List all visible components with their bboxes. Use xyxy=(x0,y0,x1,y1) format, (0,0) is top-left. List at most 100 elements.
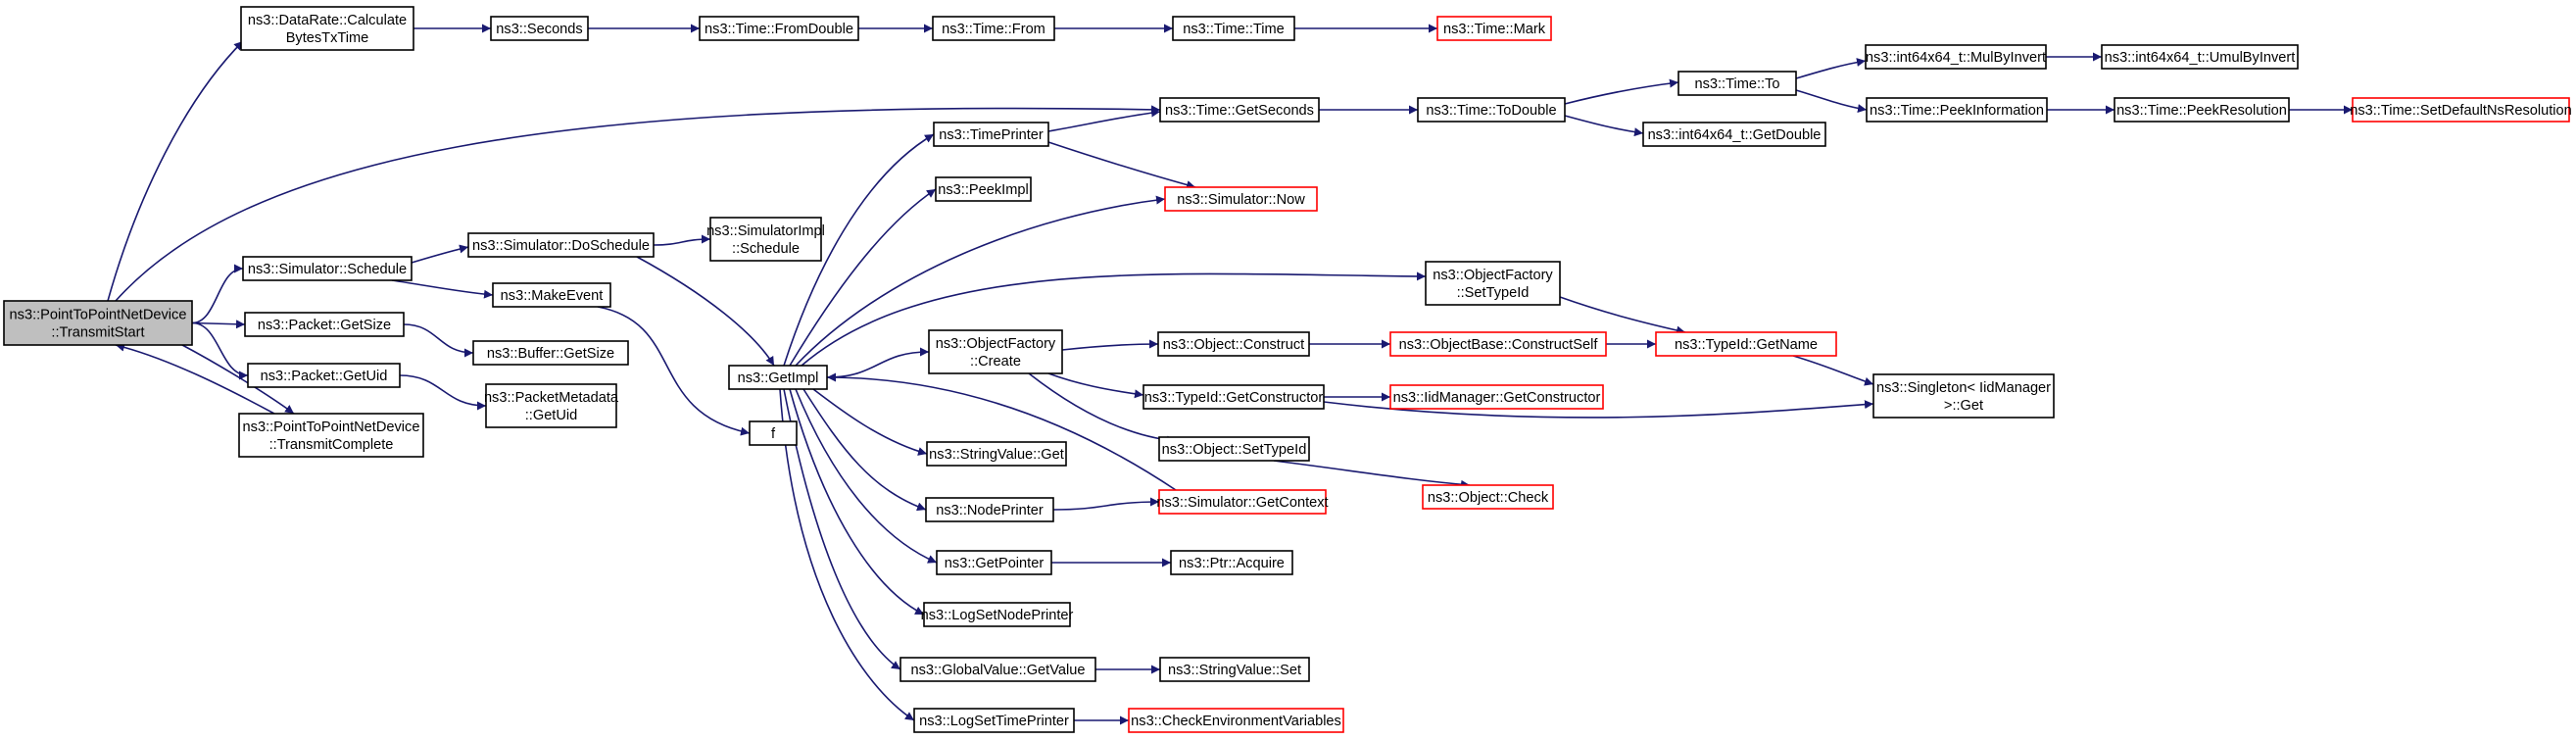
node-simimplsched[interactable]: ns3::SimulatorImpl::Schedule xyxy=(706,217,825,262)
node-getsize[interactable]: ns3::Packet::GetSize xyxy=(244,312,405,337)
node-ofsettypeid[interactable]: ns3::ObjectFactory::SetTypeId xyxy=(1425,261,1561,306)
node-box-peekres xyxy=(2114,97,2290,123)
node-seconds[interactable]: ns3::Seconds xyxy=(490,16,589,41)
node-label-makeevent: ns3::MakeEvent xyxy=(501,288,604,304)
node-getcontext[interactable]: ns3::Simulator::GetContext xyxy=(1156,489,1329,515)
node-getseconds[interactable]: ns3::Time::GetSeconds xyxy=(1159,97,1320,123)
node-box-schedule xyxy=(242,256,413,281)
node-f[interactable]: f xyxy=(749,420,798,446)
node-objsettypeid[interactable]: ns3::Object::SetTypeId xyxy=(1158,436,1310,462)
node-label-getname: ns3::TypeId::GetName xyxy=(1675,337,1818,353)
node-logsetnode[interactable]: ns3::LogSetNodePrinter xyxy=(921,602,1074,627)
node-label-ofcreate-line-1: ns3::ObjectFactory xyxy=(936,336,1056,352)
node-label-root-line-1: ns3::PointToPointNetDevice xyxy=(10,308,187,323)
edge-root-to-schedule xyxy=(191,264,244,324)
node-box-ofsettypeid xyxy=(1425,261,1561,306)
node-objconstruct[interactable]: ns3::Object::Construct xyxy=(1157,331,1310,357)
edge-getimpl-to-simnow xyxy=(795,195,1166,367)
node-label-gvgetvalue: ns3::GlobalValue::GetValue xyxy=(911,663,1086,678)
node-getconstructor[interactable]: ns3::TypeId::GetConstructor xyxy=(1142,384,1325,410)
node-mark[interactable]: ns3::Time::Mark xyxy=(1436,16,1552,41)
node-from[interactable]: ns3::Time::From xyxy=(932,16,1055,41)
node-mulbyinvert[interactable]: ns3::int64x64_t::MulByInvert xyxy=(1865,44,2047,70)
node-logsettime[interactable]: ns3::LogSetTimePrinter xyxy=(913,708,1075,733)
node-box-umulbyinvert xyxy=(2101,44,2299,70)
node-box-todouble xyxy=(1417,97,1566,123)
edge-getname-to-singleton xyxy=(1792,355,1874,386)
node-peekres[interactable]: ns3::Time::PeekResolution xyxy=(2114,97,2290,123)
node-box-getpointer xyxy=(936,550,1052,575)
node-box-stringget xyxy=(926,441,1067,467)
node-label-txcomplete-line-2: ::TransmitComplete xyxy=(269,437,394,453)
node-label-getpointer: ns3::GetPointer xyxy=(945,556,1045,571)
node-objcheck[interactable]: ns3::Object::Check xyxy=(1422,484,1554,510)
node-peekinfo[interactable]: ns3::Time::PeekInformation xyxy=(1866,97,2048,123)
node-box-singleton xyxy=(1872,373,2055,419)
node-singleton[interactable]: ns3::Singleton< IidManager >::Get xyxy=(1872,373,2055,419)
node-box-logsetnode xyxy=(923,602,1071,627)
node-gvgetvalue[interactable]: ns3::GlobalValue::GetValue xyxy=(899,657,1096,682)
node-ptracquire[interactable]: ns3::Ptr::Acquire xyxy=(1170,550,1293,575)
node-time[interactable]: ns3::Time::Time xyxy=(1172,16,1295,41)
node-label-objcheck: ns3::Object::Check xyxy=(1428,490,1549,506)
node-getpointer[interactable]: ns3::GetPointer xyxy=(936,550,1052,575)
node-schedule[interactable]: ns3::Simulator::Schedule xyxy=(242,256,413,281)
node-makeevent[interactable]: ns3::MakeEvent xyxy=(492,282,611,308)
edge-getuid-to-metauid xyxy=(399,374,487,411)
node-label-singleton-line-1: ns3::Singleton< IidManager xyxy=(1876,380,2051,396)
node-setdefault[interactable]: ns3::Time::SetDefaultNsResolution xyxy=(2350,97,2572,123)
node-label-ofcreate-line-2: ::Create xyxy=(970,354,1021,370)
node-metauid[interactable]: ns3::PacketMetadata::GetUid xyxy=(484,383,619,428)
edge-getimpl-to-timeprinter xyxy=(783,133,935,367)
node-getdouble[interactable]: ns3::int64x64_t::GetDouble xyxy=(1642,122,1826,147)
node-label-getconstructor: ns3::TypeId::GetConstructor xyxy=(1144,390,1324,406)
node-label-calc-line-1: ns3::DataRate::Calculate xyxy=(248,13,407,28)
node-nodeprinter[interactable]: ns3::NodePrinter xyxy=(925,497,1054,522)
edge-getimpl-to-peekimpl xyxy=(789,188,937,367)
node-umulbyinvert[interactable]: ns3::int64x64_t::UmulByInvert xyxy=(2101,44,2299,70)
node-root[interactable]: ns3::PointToPointNetDevice::TransmitStar… xyxy=(3,300,193,346)
edge-schedule-to-doschedule xyxy=(411,244,469,264)
node-peekimpl[interactable]: ns3::PeekImpl xyxy=(935,176,1032,202)
node-box-simnow xyxy=(1164,186,1318,212)
node-stringget[interactable]: ns3::StringValue::Get xyxy=(926,441,1067,467)
edge-getimpl-to-stringget xyxy=(812,388,928,456)
node-buffersize[interactable]: ns3::Buffer::GetSize xyxy=(472,340,629,366)
node-timeprinter[interactable]: ns3::TimePrinter xyxy=(933,122,1049,147)
node-box-getcontext xyxy=(1158,489,1327,515)
node-box-constructself xyxy=(1389,331,1607,357)
node-checkenv[interactable]: ns3::CheckEnvironmentVariables xyxy=(1128,708,1344,733)
node-label-peekinfo: ns3::Time::PeekInformation xyxy=(1870,103,2044,119)
node-label-calc-line-2: BytesTxTime xyxy=(286,30,369,46)
node-box-ptracquire xyxy=(1170,550,1293,575)
node-label-getcontext: ns3::Simulator::GetContext xyxy=(1156,495,1328,511)
edge-timeprinter-to-getseconds xyxy=(1047,108,1161,132)
node-todouble[interactable]: ns3::Time::ToDouble xyxy=(1417,97,1566,123)
node-getuid[interactable]: ns3::Packet::GetUid xyxy=(247,363,401,388)
node-label-setdefault: ns3::Time::SetDefaultNsResolution xyxy=(2350,103,2572,119)
node-constructself[interactable]: ns3::ObjectBase::ConstructSelf xyxy=(1389,331,1607,357)
node-label-stringget: ns3::StringValue::Get xyxy=(929,447,1064,463)
edge-nodeprinter-to-getcontext xyxy=(1052,497,1160,511)
node-box-getdouble xyxy=(1642,122,1826,147)
node-getname[interactable]: ns3::TypeId::GetName xyxy=(1655,331,1837,357)
node-getimpl[interactable]: ns3::GetImpl xyxy=(728,365,828,390)
node-simnow[interactable]: ns3::Simulator::Now xyxy=(1164,186,1318,212)
node-label-txcomplete-line-1: ns3::PointToPointNetDevice xyxy=(243,419,420,435)
node-to[interactable]: ns3::Time::To xyxy=(1677,71,1797,96)
node-stringset[interactable]: ns3::StringValue::Set xyxy=(1159,657,1310,682)
edge-getimpl-to-ofcreate xyxy=(826,347,930,378)
node-label-getimpl: ns3::GetImpl xyxy=(738,370,819,386)
edge-root-to-calc xyxy=(107,40,244,302)
node-doschedule[interactable]: ns3::Simulator::DoSchedule xyxy=(467,232,655,258)
node-box-getconstructor xyxy=(1142,384,1325,410)
node-txcomplete[interactable]: ns3::PointToPointNetDevice::TransmitComp… xyxy=(238,413,424,458)
node-label-buffersize: ns3::Buffer::GetSize xyxy=(487,346,614,362)
node-iidgetconstructor[interactable]: ns3::IidManager::GetConstructor xyxy=(1389,384,1604,410)
edge-getimpl-to-getpointer xyxy=(795,388,938,564)
node-ofcreate[interactable]: ns3::ObjectFactory::Create xyxy=(928,329,1063,374)
node-label-mulbyinvert: ns3::int64x64_t::MulByInvert xyxy=(1866,50,2046,66)
node-fromdouble[interactable]: ns3::Time::FromDouble xyxy=(699,16,859,41)
node-label-schedule: ns3::Simulator::Schedule xyxy=(248,262,407,277)
